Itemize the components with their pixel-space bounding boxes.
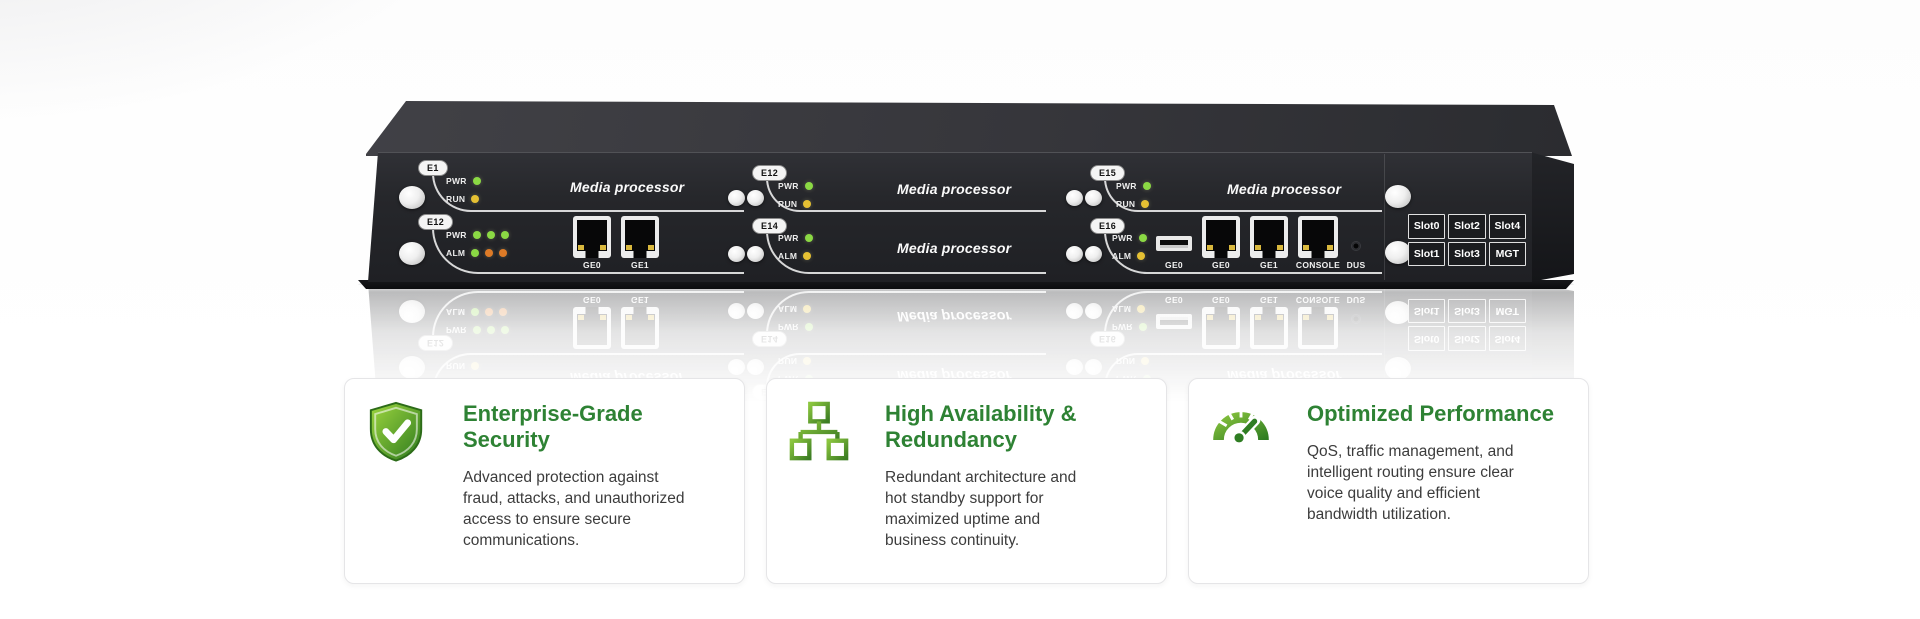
alm-led: ALM [1112,251,1146,261]
reset-pinhole [1352,242,1360,250]
speedometer-icon [1210,401,1272,463]
port-label: GE0 [583,260,601,270]
panel-screw [1385,185,1411,208]
port-label: DUS [1346,260,1366,270]
alm-led: ALM [778,251,812,261]
feature-card-performance: Optimized Performance QoS, traffic manag… [1188,378,1589,584]
feature-cards: Enterprise-Grade Security Advanced prote… [344,378,1589,584]
led-dot [471,195,480,203]
port-label: GE0 [1165,260,1183,270]
led-dot [803,200,812,208]
port-label: GE0 [1212,260,1230,270]
panel-screw [728,246,745,262]
led-dot [485,249,494,257]
console-port [1298,216,1338,258]
panel-screw [1085,246,1102,262]
run-led: RUN [778,199,812,209]
card-text: Optimized Performance QoS, traffic manag… [1307,399,1554,563]
module-tag: E12 [752,165,788,181]
panel-seam-divider [1384,154,1385,280]
port-label: CONSOLE [1295,260,1341,270]
run-led: RUN [446,194,480,204]
port-label: GE1 [1260,260,1278,270]
alm-led: ALM [446,248,508,258]
module-title: Media processor [1227,181,1342,197]
led-dot [1138,234,1147,242]
slot-cell: Slot4 [1488,214,1526,239]
module-title: Media processor [570,179,685,195]
hierarchy-icon [788,401,850,463]
device-right-side [1530,152,1574,282]
module-tag: E15 [1090,165,1126,181]
ge1-ethernet-port [621,216,659,258]
led-dot [804,234,813,242]
run-led: RUN [1116,199,1150,209]
panel-screw [399,186,425,209]
led-dot [1137,252,1146,260]
panel-screw [747,190,764,206]
led-dot [499,249,508,257]
led-dot [1142,182,1151,190]
card-title: Optimized Performance [1307,401,1554,426]
shield-check-icon [366,401,428,463]
card-text: Enterprise-Grade Security Advanced prote… [463,399,693,563]
ge0-ethernet-port [573,216,611,258]
panel-screw [728,190,745,206]
slot-cell: Slot3 [1448,241,1486,266]
module-tag: E16 [1090,218,1126,234]
module-title: Media processor [897,240,1012,256]
led-dot [472,177,481,185]
led-dot [803,252,812,260]
slot-cell: Slot0 [1408,214,1446,239]
panel-top-highlight [378,152,1532,153]
panel-screw [1066,246,1083,262]
device-bottom-edge [358,280,1574,289]
usb-port [1156,236,1192,251]
module-tag: E14 [752,218,788,234]
slot-label-table: Slot0 Slot2 Slot4 Slot1 Slot3 MGT [1408,214,1526,266]
panel-screw [747,246,764,262]
card-body: Redundant architecture and hot standby s… [885,469,1077,549]
feature-card-availability: High Availability & Redundancy Redundant… [766,378,1167,584]
card-title: High Availability & Redundancy [885,401,1077,452]
led-dot [804,182,813,190]
module-title: Media processor [897,181,1012,197]
pwr-led: PWR [446,230,509,240]
pwr-led: PWR [1112,233,1147,243]
pwr-led: PWR [1116,181,1151,191]
ge1-ethernet-port [1250,216,1288,258]
module-tag: E1 [418,160,448,176]
slot-cell: Slot1 [1408,241,1446,266]
panel-screw [1085,190,1102,206]
device-top-panel [366,101,1572,156]
panel-screw [399,242,425,265]
led-dot [1141,200,1150,208]
card-text: High Availability & Redundancy Redundant… [885,399,1105,563]
panel-screw [1385,241,1411,264]
card-body: QoS, traffic management, and intelligent… [1307,443,1514,523]
ge0-ethernet-port [1202,216,1240,258]
led-dot [472,231,481,239]
device-front-panel: E1 PWR RUN Media processor E12 PWR RUN M… [368,152,1532,282]
led-dot [500,231,509,239]
pwr-led: PWR [778,233,813,243]
panel-screw [1066,190,1083,206]
feature-card-security: Enterprise-Grade Security Advanced prote… [344,378,745,584]
led-dot [486,231,495,239]
port-label: GE1 [631,260,649,270]
card-body: Advanced protection against fraud, attac… [463,469,685,549]
pwr-led: PWR [446,176,481,186]
slot-cell: Slot2 [1448,214,1486,239]
led-dot [471,249,480,257]
slot-cell: MGT [1488,241,1526,266]
pwr-led: PWR [778,181,813,191]
card-title: Enterprise-Grade Security [463,401,643,452]
module-tag: E12 [418,214,454,230]
